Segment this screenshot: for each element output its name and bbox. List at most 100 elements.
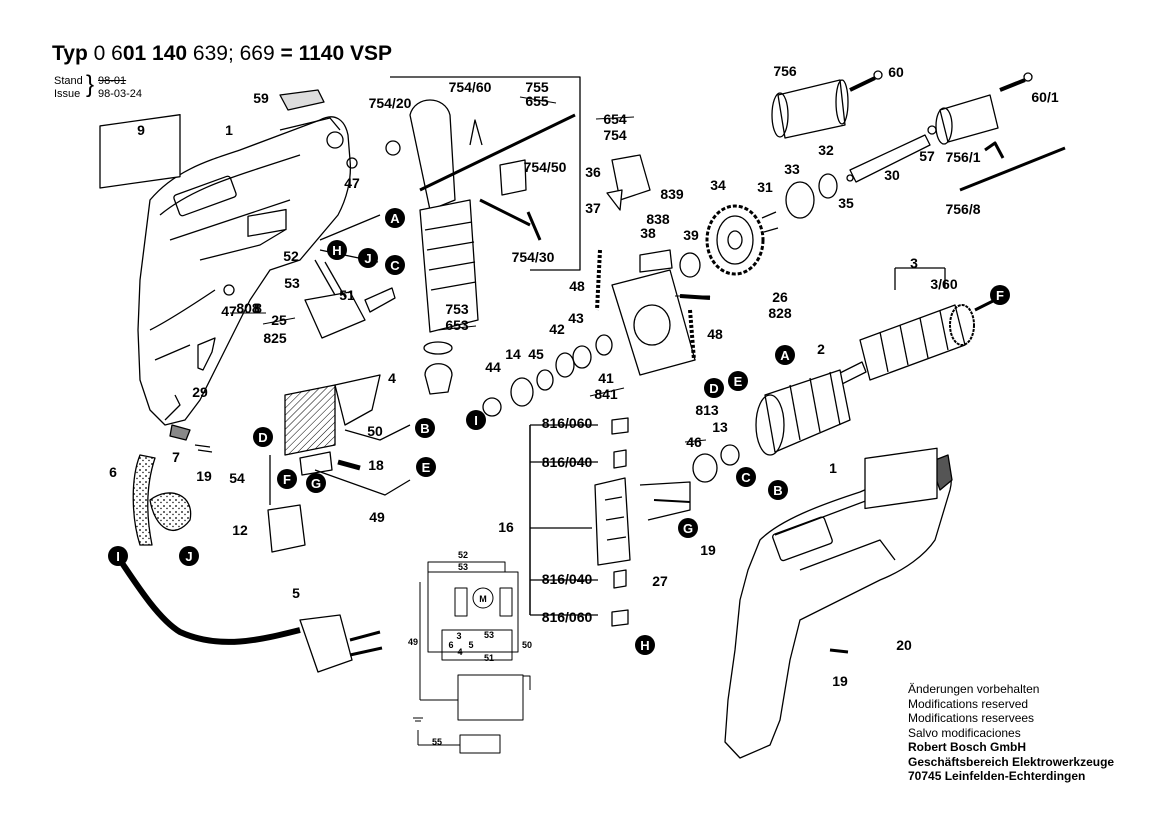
part-number-label: 816/060	[542, 415, 593, 431]
knob-753-shape	[423, 341, 453, 355]
svg-text:C: C	[741, 470, 751, 485]
part-number-label: 50	[367, 423, 383, 439]
strike-line	[595, 116, 635, 120]
connector-callout-g: G	[678, 518, 698, 538]
part-number-label: 754/60	[449, 79, 492, 95]
connector-callout-j: J	[179, 546, 199, 566]
bearing-33-shape	[785, 181, 815, 219]
part-number-label: 36	[585, 164, 601, 180]
gear-34-shape	[705, 204, 765, 276]
part-number-label: 30	[884, 167, 900, 183]
ring-44-shape	[482, 397, 502, 417]
part-number-label: 43	[568, 310, 584, 326]
ring-41-shape	[595, 334, 613, 356]
part-number-label: 54	[229, 470, 245, 486]
part-number-label: 51	[339, 287, 355, 303]
part-number-label: 5	[292, 585, 300, 601]
svg-text:J: J	[364, 251, 371, 266]
bushing-45-shape	[536, 369, 554, 391]
connector-callout-j: J	[358, 248, 378, 268]
footer-address: 70745 Leinfelden-Echterdingen	[908, 769, 1086, 783]
key-756-8-shape	[959, 146, 1066, 192]
part-number-label: 47	[221, 303, 237, 319]
part-number-label: 828	[768, 305, 792, 321]
connector-callout-h: H	[327, 240, 347, 260]
title-model-c: 639; 669	[192, 42, 275, 65]
part-number-label: 48	[707, 326, 723, 342]
svg-text:A: A	[780, 348, 790, 363]
switch-assembly-shape	[304, 214, 396, 339]
strike-line	[437, 325, 477, 331]
part-number-label: 48	[569, 278, 585, 294]
ring-754-20-shape	[385, 140, 401, 156]
schematic-label: 4	[457, 647, 462, 657]
title-model-a: 0 6	[93, 42, 123, 65]
part-number-label: 753	[445, 301, 469, 317]
brush-cap-816-060-bottom	[611, 609, 629, 627]
spring-32-shape	[818, 173, 838, 199]
footer-division: Geschäftsbereich Elektrowerkzeuge	[908, 754, 1115, 769]
part-number-label: 59	[253, 90, 269, 106]
connector-callout-i: I	[108, 546, 128, 566]
footer-company: Robert Bosch GmbH	[908, 740, 1027, 754]
svg-text:A: A	[390, 211, 400, 226]
part-number-label: 60	[888, 64, 904, 80]
part-number-label: 14	[505, 346, 521, 362]
part-number-label: 33	[784, 161, 800, 177]
connector-callout-e: E	[416, 457, 436, 477]
rating-plate-20-shape	[864, 447, 938, 510]
part-number-label: 654	[603, 111, 627, 127]
title-prefix: Typ	[52, 42, 88, 65]
cover-59-shape	[279, 89, 325, 111]
washer-42-shape	[555, 352, 575, 378]
part-number-label: 6	[109, 464, 117, 480]
strike-line	[589, 387, 625, 397]
svg-text:I: I	[116, 549, 120, 564]
part-number-label: 813	[695, 402, 719, 418]
schematic-label: M	[479, 594, 487, 604]
part-number-label: 19	[196, 468, 212, 484]
ball-35-shape	[846, 174, 854, 182]
part-number-label: 1	[829, 460, 837, 476]
screw-754-60-shape	[469, 119, 483, 146]
chuck-756-shape	[771, 70, 883, 139]
chain-48-left	[595, 249, 602, 311]
bearing-813-shape	[692, 453, 718, 483]
part-number-label: 26	[772, 289, 788, 305]
svg-text:I: I	[474, 413, 478, 428]
part-number-label: 754/20	[369, 95, 412, 111]
bearing-14-shape	[510, 377, 534, 407]
part-number-label: 39	[683, 227, 699, 243]
svg-text:C: C	[390, 258, 400, 273]
connector-callout-c: C	[736, 467, 756, 487]
schematic-label: 50	[522, 640, 532, 650]
part-number-label: 756/8	[945, 201, 980, 217]
schematic-label: 3	[456, 631, 461, 641]
depth-stop-754-shape	[419, 113, 576, 192]
part-number-label: 32	[818, 142, 834, 158]
capacitor-12-shape	[267, 504, 306, 553]
connector-callout-a: A	[385, 208, 405, 228]
issue-value: 98-03-24	[98, 88, 143, 100]
svg-text:H: H	[332, 243, 341, 258]
part-number-label: 53	[284, 275, 300, 291]
rating-plate-shape	[99, 114, 181, 189]
wiring-schematic	[413, 561, 531, 754]
part-number-label: 839	[660, 186, 684, 202]
spindle-30-shape	[849, 134, 931, 183]
part-number-label: 35	[838, 195, 854, 211]
connector-callout-b: B	[768, 480, 788, 500]
brush-816-040-top	[613, 449, 627, 469]
connector-callout-f: F	[990, 285, 1010, 305]
part-number-label: 20	[896, 637, 912, 653]
bearing-plate-shape	[611, 269, 696, 376]
washer-47-left	[223, 284, 235, 296]
part-number-label: 3	[910, 255, 918, 271]
title-model-d: = 1140 VSP	[280, 42, 393, 65]
part-number-label: 18	[368, 457, 384, 473]
part-number-label: 653	[445, 317, 469, 333]
part-808-shape	[247, 208, 287, 237]
svg-text:G: G	[311, 476, 321, 491]
wire-h-shape	[653, 499, 691, 503]
